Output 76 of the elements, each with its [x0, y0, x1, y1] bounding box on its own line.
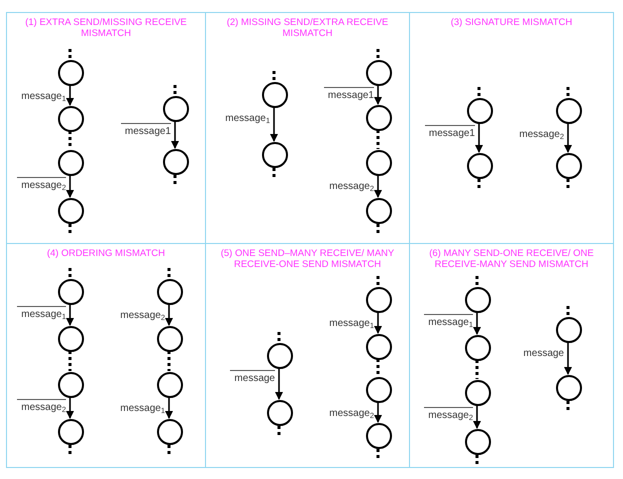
panel — [409, 12, 614, 244]
arrow — [275, 368, 283, 400]
edge-label: message1 — [120, 123, 171, 138]
dotted-line — [272, 71, 276, 80]
panel-title: (3) SIGNATURE MISMATCH — [450, 17, 574, 28]
arrow — [374, 402, 382, 423]
dotted-line — [272, 168, 276, 177]
dotted-line — [68, 445, 72, 454]
edge-label: message$_{2}$ — [17, 177, 66, 192]
dotted-line — [278, 332, 280, 341]
arrow — [374, 312, 382, 334]
arrow — [66, 85, 74, 106]
dotted-line — [566, 306, 570, 315]
edge-label: message$_{2}$ — [120, 310, 165, 322]
dotted-line — [68, 268, 72, 277]
panel-title: (2) MISSING SEND/EXTRA RECEIVE MISMATCH — [226, 17, 390, 39]
dotted-line — [566, 87, 570, 96]
dotted-line — [68, 224, 72, 233]
arrow — [374, 175, 382, 198]
dotted-line — [478, 87, 480, 96]
panel-title: (6) MANY SEND-ONE RECEIVE/ ONE RECEIVE-MANY SEND MISMATCH — [428, 248, 595, 270]
dotted-line — [174, 175, 176, 184]
arrow — [374, 85, 382, 105]
dotted-line — [566, 179, 570, 188]
arrow — [66, 397, 74, 419]
dotted-line — [168, 445, 170, 454]
arrow — [564, 342, 572, 375]
arrow — [66, 304, 74, 326]
dotted-line — [168, 351, 170, 371]
edge-label: message — [230, 370, 275, 385]
panel-title: (5) ONE SEND–MANY RECEIVE/ MANY RECEIVE-ONE SEND MISMATCH — [220, 248, 396, 270]
arrow — [270, 107, 278, 142]
edge-label: message$_{2}$ — [519, 129, 564, 141]
dotted-line — [278, 426, 280, 435]
arrow — [165, 397, 173, 419]
dotted-line — [476, 276, 478, 285]
edge-label: message — [523, 348, 564, 360]
arrow — [165, 304, 173, 326]
arrow — [171, 121, 179, 149]
dotted-line — [68, 49, 72, 58]
dotted-line — [376, 359, 380, 376]
arrow — [473, 312, 481, 335]
dotted-line — [68, 351, 72, 371]
dotted-line — [168, 268, 170, 277]
dotted-line — [478, 179, 480, 188]
dotted-line — [376, 276, 380, 285]
edge-label: message$_{2}$ — [329, 408, 374, 420]
panel — [409, 243, 614, 468]
edge-label: message$_{2}$ — [424, 407, 473, 422]
arrow — [473, 405, 481, 429]
edge-label: message$_{1}$ — [225, 113, 270, 125]
dotted-line — [68, 131, 72, 149]
edge-label: message$_{1}$ — [17, 306, 66, 321]
edge-label: message$_{1}$ — [21, 91, 66, 103]
dotted-line — [376, 449, 380, 458]
edge-label: message1 — [424, 125, 475, 140]
panel — [6, 243, 206, 468]
panel-title: (1) EXTRA SEND/MISSING RECEIVE MISMATCH — [24, 17, 188, 39]
arrow — [475, 123, 483, 153]
edge-label: message$_{1}$ — [120, 403, 165, 415]
panel — [6, 12, 206, 244]
edge-label: message1 — [324, 87, 374, 102]
arrow — [564, 123, 572, 153]
dotted-line — [376, 49, 380, 58]
dotted-line — [376, 130, 380, 149]
edge-label: message$_{1}$ — [424, 314, 473, 329]
panel-title: (4) ORDERING MISMATCH — [46, 248, 166, 259]
edge-label: message$_{2}$ — [329, 181, 374, 193]
dotted-line — [476, 360, 478, 379]
dotted-line — [476, 455, 478, 464]
arrow — [66, 175, 74, 198]
dotted-line — [566, 401, 570, 410]
dotted-line — [174, 85, 176, 94]
dotted-line — [376, 224, 380, 233]
edge-label: message$_{1}$ — [329, 318, 374, 330]
edge-label: message$_{2}$ — [17, 399, 66, 414]
